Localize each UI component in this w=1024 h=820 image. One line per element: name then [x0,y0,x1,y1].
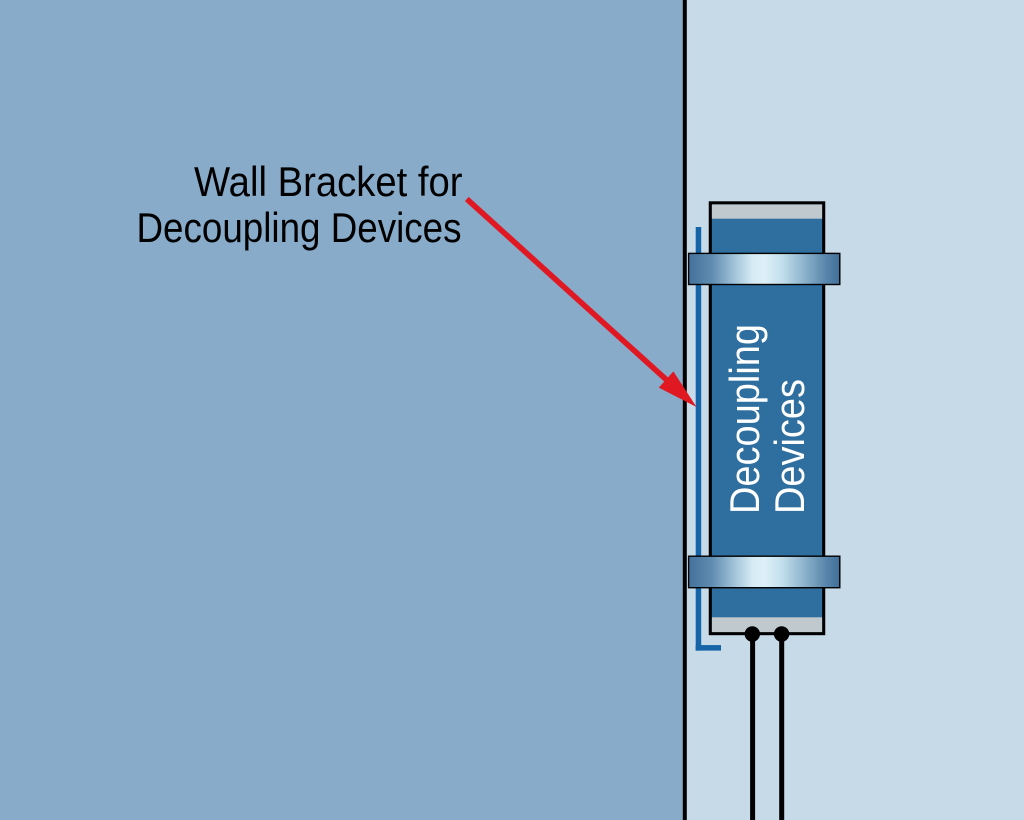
svg-text:Decoupling: Decoupling [721,324,768,514]
svg-text:Wall Bracket for: Wall Bracket for [194,158,463,205]
svg-text:Decoupling Devices: Decoupling Devices [137,204,462,251]
svg-text:Devices: Devices [766,379,813,514]
